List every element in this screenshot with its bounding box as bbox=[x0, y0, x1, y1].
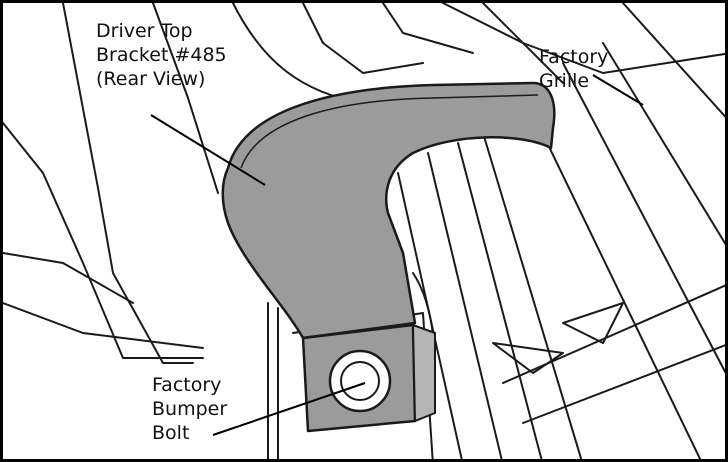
grille-slat-1 bbox=[522, 92, 702, 459]
grille-slat-5 bbox=[622, 3, 725, 118]
upper-left-frame bbox=[152, 3, 219, 194]
grille-label: Factory Grille bbox=[539, 45, 608, 93]
bolt-label-line: Factory bbox=[152, 374, 222, 396]
bolt-label: Factory Bumper Bolt bbox=[152, 373, 227, 445]
grille-top-edge bbox=[442, 3, 725, 74]
leader-grille bbox=[592, 74, 644, 106]
leader-bolt bbox=[212, 382, 366, 436]
right-lower-wedge bbox=[492, 342, 564, 374]
bolt-label-line: Bumper bbox=[152, 398, 228, 420]
bolt-label-line: Bolt bbox=[152, 422, 190, 444]
left-panel-edge bbox=[3, 122, 204, 359]
bracket-body bbox=[221, 81, 556, 340]
line-drawing bbox=[3, 3, 725, 459]
grille-label-line: Factory bbox=[539, 46, 609, 68]
right-lower-wedge-2 bbox=[562, 302, 624, 344]
center-post-right bbox=[457, 142, 543, 459]
left-panel-outline bbox=[62, 3, 194, 364]
grille-slat-4 bbox=[482, 3, 564, 84]
bolt-head bbox=[340, 361, 380, 401]
bracket-label-line: Bracket #485 bbox=[96, 44, 227, 66]
center-post-mid bbox=[427, 152, 503, 459]
grille-crossbar bbox=[502, 284, 725, 384]
upper-mid-line bbox=[382, 3, 474, 54]
upper-body-line bbox=[302, 3, 424, 74]
lower-left-diagonal bbox=[3, 302, 204, 349]
grille-label-line: Grille bbox=[539, 70, 590, 92]
bracket-edge-highlight bbox=[240, 94, 539, 169]
grille-slat-3 bbox=[602, 42, 725, 246]
upper-left-curve bbox=[232, 3, 364, 104]
bracket-label-line: (Rear View) bbox=[96, 68, 206, 90]
bracket-label: Driver Top Bracket #485 (Rear View) bbox=[96, 19, 227, 91]
grille-slat-2 bbox=[562, 62, 725, 374]
bracket-label-line: Driver Top bbox=[96, 20, 193, 42]
center-post-far bbox=[482, 132, 583, 459]
lower-left-line bbox=[3, 252, 134, 304]
grille-crossbar-2 bbox=[522, 344, 725, 424]
leader-bracket bbox=[150, 114, 266, 186]
bolt-block-side bbox=[411, 323, 436, 423]
